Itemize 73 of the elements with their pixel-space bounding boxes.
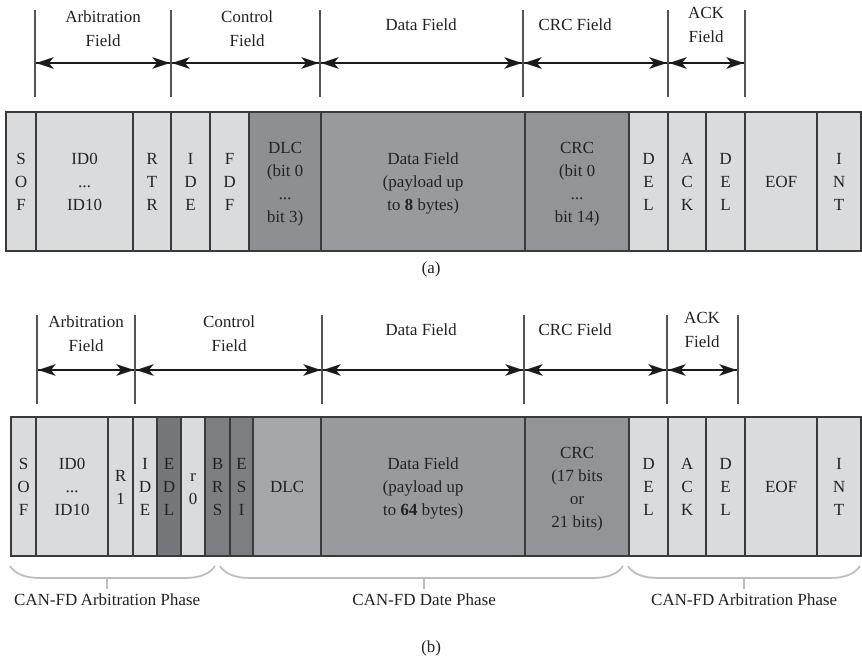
- field-label: CRC Field: [538, 14, 612, 36]
- field-text: CRC (17 bits or 21 bits): [551, 442, 603, 532]
- frame-field-cell: [320, 111, 526, 252]
- frame-field-cell: [204, 416, 231, 557]
- field-text: E S I: [236, 453, 247, 521]
- field-text: R 1: [114, 464, 126, 510]
- figure-caption: (a): [422, 257, 440, 279]
- frame-field-cell: [35, 416, 109, 557]
- frame-field-cell: [744, 416, 818, 557]
- field-text: I N T: [832, 453, 846, 521]
- frame-field-cell: [628, 111, 669, 252]
- field-text: I N T: [832, 148, 846, 216]
- frame-field-cell: [667, 416, 707, 557]
- frame-field-cell: [180, 416, 206, 557]
- field-text: D E L: [719, 453, 732, 521]
- phase-label: CAN-FD Arbitration Phase: [650, 589, 838, 611]
- field-text: ID0 ... ID10: [67, 148, 102, 216]
- field-text: B R S: [212, 453, 224, 521]
- frame-field-cell: [209, 111, 250, 252]
- frame-field-cell: [628, 416, 669, 557]
- field-text: EOF: [764, 476, 798, 498]
- field-text: D E L: [642, 453, 655, 521]
- phase-label: CAN-FD Arbitration Phase: [14, 589, 200, 611]
- figure-caption: (b): [421, 636, 441, 658]
- field-text: Data Field (payload up to 8 bytes): [382, 148, 464, 216]
- field-label: ACK Field: [683, 307, 721, 353]
- frame-field-cell: [5, 111, 37, 252]
- field-text: R T R: [146, 148, 158, 216]
- frame-field-cell: [252, 416, 322, 557]
- field-text: E D L: [162, 453, 176, 521]
- field-label: CRC Field: [538, 319, 612, 341]
- field-text: D E L: [719, 148, 732, 216]
- frame-field-cell: [524, 416, 630, 557]
- field-label: Arbitration Field: [64, 6, 142, 52]
- field-label: Control Field: [202, 311, 256, 357]
- frame-field-cell: [320, 416, 526, 557]
- frame-field-cell: [107, 416, 134, 557]
- field-text: DLC: [270, 476, 304, 498]
- field-text: A C K: [680, 453, 694, 521]
- frame-field-cell: [744, 111, 818, 252]
- phase-label: CAN-FD Date Phase: [352, 589, 496, 611]
- field-label: Data Field: [385, 14, 457, 36]
- frame-field-cell: [705, 416, 746, 557]
- frame-field-cell: [132, 111, 172, 252]
- frame-field-cell: [816, 111, 862, 252]
- field-text: A C K: [680, 148, 694, 216]
- field-text: EOF: [764, 171, 798, 193]
- field-text: I D E: [184, 148, 197, 216]
- field-text: S O F: [14, 148, 28, 216]
- frame-field-cell: [170, 111, 211, 252]
- field-label: ACK Field: [687, 2, 725, 48]
- field-text: CRC (bit 0 ... bit 14): [554, 136, 600, 228]
- frame-field-cell: [667, 111, 707, 252]
- frame-field-cell: [524, 111, 630, 252]
- field-text: DLC (bit 0 ... bit 3): [266, 136, 304, 228]
- frame-field-cell: [35, 111, 134, 252]
- field-label: Data Field: [385, 319, 457, 341]
- field-text: I D E: [138, 453, 152, 521]
- frame-field-cell: [705, 111, 746, 252]
- field-label: Arbitration Field: [47, 311, 125, 357]
- frame-field-cell: [132, 416, 158, 557]
- field-text: D E L: [642, 148, 655, 216]
- field-text: r 0: [188, 464, 198, 510]
- frame-field-cell: [229, 416, 254, 557]
- field-text: F D F: [223, 148, 236, 216]
- field-text: Data Field (payload up to 64 bytes): [382, 453, 464, 521]
- frame-field-cell: [156, 416, 182, 557]
- frame-field-cell: [816, 416, 862, 557]
- field-label: Control Field: [220, 6, 274, 52]
- frame-field-cell: [248, 111, 322, 252]
- field-text: S O F: [17, 453, 30, 521]
- frame-field-cell: [10, 416, 37, 557]
- field-text: ID0 ... ID10: [54, 453, 90, 521]
